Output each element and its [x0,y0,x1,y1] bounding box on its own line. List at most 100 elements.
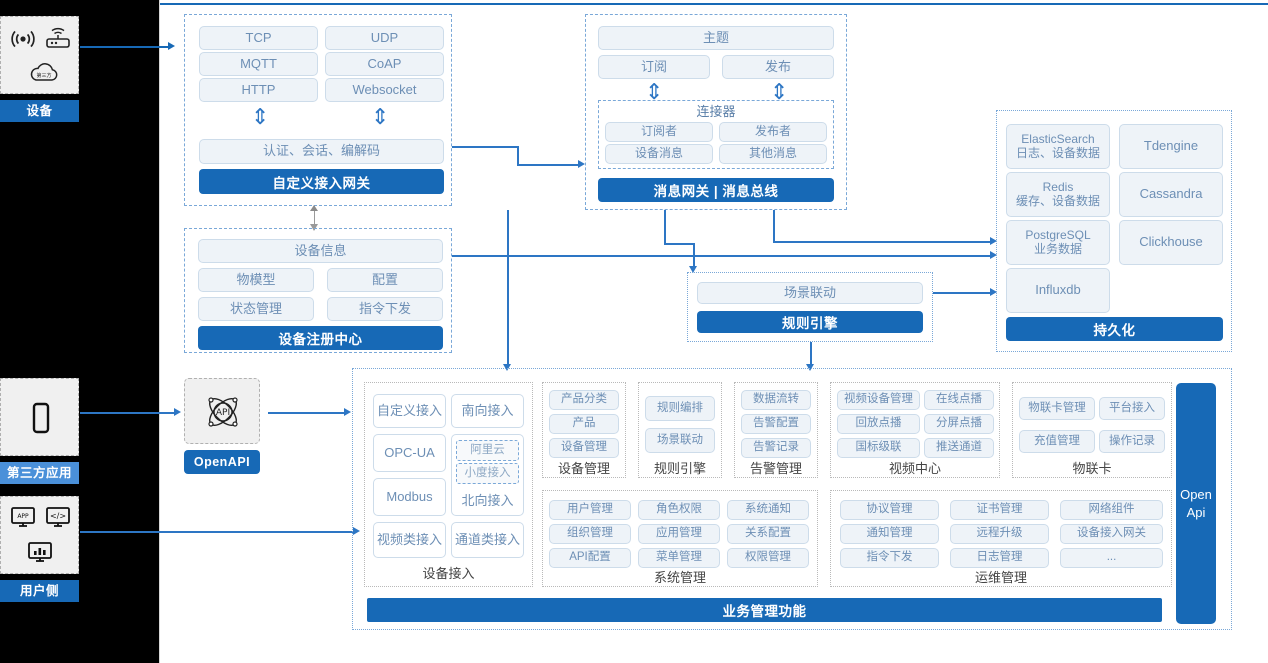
message-bus-group [585,14,847,210]
protocol-mqtt[interactable]: MQTT [199,52,318,76]
connector-device-message[interactable]: 设备消息 [605,144,713,164]
diagram-canvas: TCP UDP MQTT CoAP HTTP Websocket ⇕ ⇕ 认证、… [80,0,1268,663]
sm-org-mgmt[interactable]: 组织管理 [549,524,631,544]
ic-platform-access[interactable]: 平台接入 [1099,397,1165,420]
protocol-tcp[interactable]: TCP [199,26,318,50]
om-more[interactable]: ... [1060,548,1163,568]
sm-permission-mgmt[interactable]: 权限管理 [727,548,809,568]
group-video-center-label: 视频中心 [888,460,941,476]
openapi-vertical-bar[interactable]: Open Api [1176,383,1216,624]
device-registry-group [184,228,452,353]
message-bus-title-bar[interactable]: 消息网关 | 消息总线 [598,178,834,202]
dm-device-mgmt[interactable]: 设备管理 [549,438,619,458]
store-influxdb[interactable]: Influxdb [1006,268,1110,313]
vc-gb-cascade[interactable]: 国标级联 [837,438,920,458]
gateway-auth-session-codec[interactable]: 认证、会话、编解码 [199,139,444,164]
access-opcua[interactable]: OPC-UA [373,434,446,472]
conn-user-arrow [353,527,360,535]
sm-relation-config[interactable]: 关系配置 [727,524,809,544]
registry-config[interactable]: 配置 [327,268,443,292]
ic-card-mgmt[interactable]: 物联卡管理 [1019,397,1095,420]
store-tdengine[interactable]: Tdengine [1119,124,1223,169]
registry-command-dispatch[interactable]: 指令下发 [327,297,443,321]
am-alarm-config[interactable]: 告警配置 [741,414,811,434]
store-redis[interactable]: Redis 缓存、设备数据 [1006,172,1110,217]
rule-scene-linkage[interactable]: 场景联动 [697,282,923,304]
om-cert-mgmt[interactable]: 证书管理 [950,500,1049,520]
re-scene-linkage[interactable]: 场景联动 [645,428,715,453]
conn-rule-business-v [810,342,812,366]
conn-bus-business-v [507,210,509,366]
access-aliyun[interactable]: 阿里云 [456,440,519,461]
device-registry-title-bar[interactable]: 设备注册中心 [198,326,443,350]
dm-product-category[interactable]: 产品分类 [549,390,619,410]
sm-app-mgmt[interactable]: 应用管理 [638,524,720,544]
vc-online-play[interactable]: 在线点播 [924,390,994,410]
access-xiaodu[interactable]: 小度接入 [456,463,519,484]
om-command-dispatch[interactable]: 指令下发 [840,548,939,568]
registry-state-mgmt[interactable]: 状态管理 [198,297,314,321]
sm-api-config[interactable]: API配置 [549,548,631,568]
re-rule-orchestration[interactable]: 规则编排 [645,396,715,421]
vc-push-channel[interactable]: 推送通道 [924,438,994,458]
registry-thing-model[interactable]: 物模型 [198,268,314,292]
sm-role-permission[interactable]: 角色权限 [638,500,720,520]
access-modbus[interactable]: Modbus [373,478,446,516]
access-video[interactable]: 视频类接入 [373,522,446,558]
conn-bus-store-arrow [990,237,997,245]
access-southbound[interactable]: 南向接入 [451,394,524,428]
dm-product[interactable]: 产品 [549,414,619,434]
om-device-access-gateway[interactable]: 设备接入网关 [1060,524,1163,544]
sm-user-mgmt[interactable]: 用户管理 [549,500,631,520]
protocol-udp[interactable]: UDP [325,26,444,50]
registry-device-info[interactable]: 设备信息 [198,239,443,263]
openapi-badge[interactable]: OpenAPI [184,450,260,474]
mobile-phone-icon [30,401,52,435]
am-data-flow[interactable]: 数据流转 [741,390,811,410]
om-network-component[interactable]: 网络组件 [1060,500,1163,520]
svg-text:第三方: 第三方 [36,72,51,79]
bus-topic[interactable]: 主题 [598,26,834,50]
sm-system-notice[interactable]: 系统通知 [727,500,809,520]
bus-subscribe[interactable]: 订阅 [598,55,710,79]
ic-operation-log[interactable]: 操作记录 [1099,430,1165,453]
group-system-mgmt-label: 系统管理 [653,569,706,585]
conn-app-arrow [174,408,181,416]
store-elasticsearch[interactable]: ElasticSearch 日志、设备数据 [1006,124,1110,169]
access-channel[interactable]: 通道类接入 [451,522,524,558]
bus-publish[interactable]: 发布 [722,55,834,79]
store-cassandra[interactable]: Cassandra [1119,172,1223,217]
persistence-title-bar[interactable]: 持久化 [1006,317,1223,341]
cloud-icon: 第三方 [27,61,61,85]
access-custom[interactable]: 自定义接入 [373,394,446,428]
conn-bus-business-arrow [503,364,511,371]
vc-video-device-mgmt[interactable]: 视频设备管理 [837,390,920,410]
app-window-icon: APP [10,506,36,528]
connector-subscriber[interactable]: 订阅者 [605,122,713,142]
protocol-coap[interactable]: CoAP [325,52,444,76]
vc-playback[interactable]: 回放点播 [837,414,920,434]
vc-split-screen[interactable]: 分屏点播 [924,414,994,434]
svg-text:API: API [216,408,230,418]
protocol-http[interactable]: HTTP [199,78,318,102]
business-title-bar[interactable]: 业务管理功能 [367,598,1162,622]
om-log-mgmt[interactable]: 日志管理 [950,548,1049,568]
am-alarm-record[interactable]: 告警记录 [741,438,811,458]
om-remote-upgrade[interactable]: 远程升级 [950,524,1049,544]
protocol-websocket[interactable]: Websocket [325,78,444,102]
conn-rule-store-arrow [990,288,997,296]
code-window-icon: </> [45,506,71,528]
sm-menu-mgmt[interactable]: 菜单管理 [638,548,720,568]
ic-recharge-mgmt[interactable]: 充值管理 [1019,430,1095,453]
conn-bus-rule-h [664,243,694,245]
connector-publisher[interactable]: 发布者 [719,122,827,142]
top-rule [160,3,1268,5]
store-clickhouse[interactable]: Clickhouse [1119,220,1223,265]
store-postgresql[interactable]: PostgreSQL 业务数据 [1006,220,1110,265]
rule-engine-title-bar[interactable]: 规则引擎 [697,311,923,333]
connector-other-message[interactable]: 其他消息 [719,144,827,164]
conn-rule-business-arrow [806,364,814,371]
gateway-title-bar[interactable]: 自定义接入网关 [199,169,444,194]
om-protocol-mgmt[interactable]: 协议管理 [840,500,939,520]
om-notice-mgmt[interactable]: 通知管理 [840,524,939,544]
